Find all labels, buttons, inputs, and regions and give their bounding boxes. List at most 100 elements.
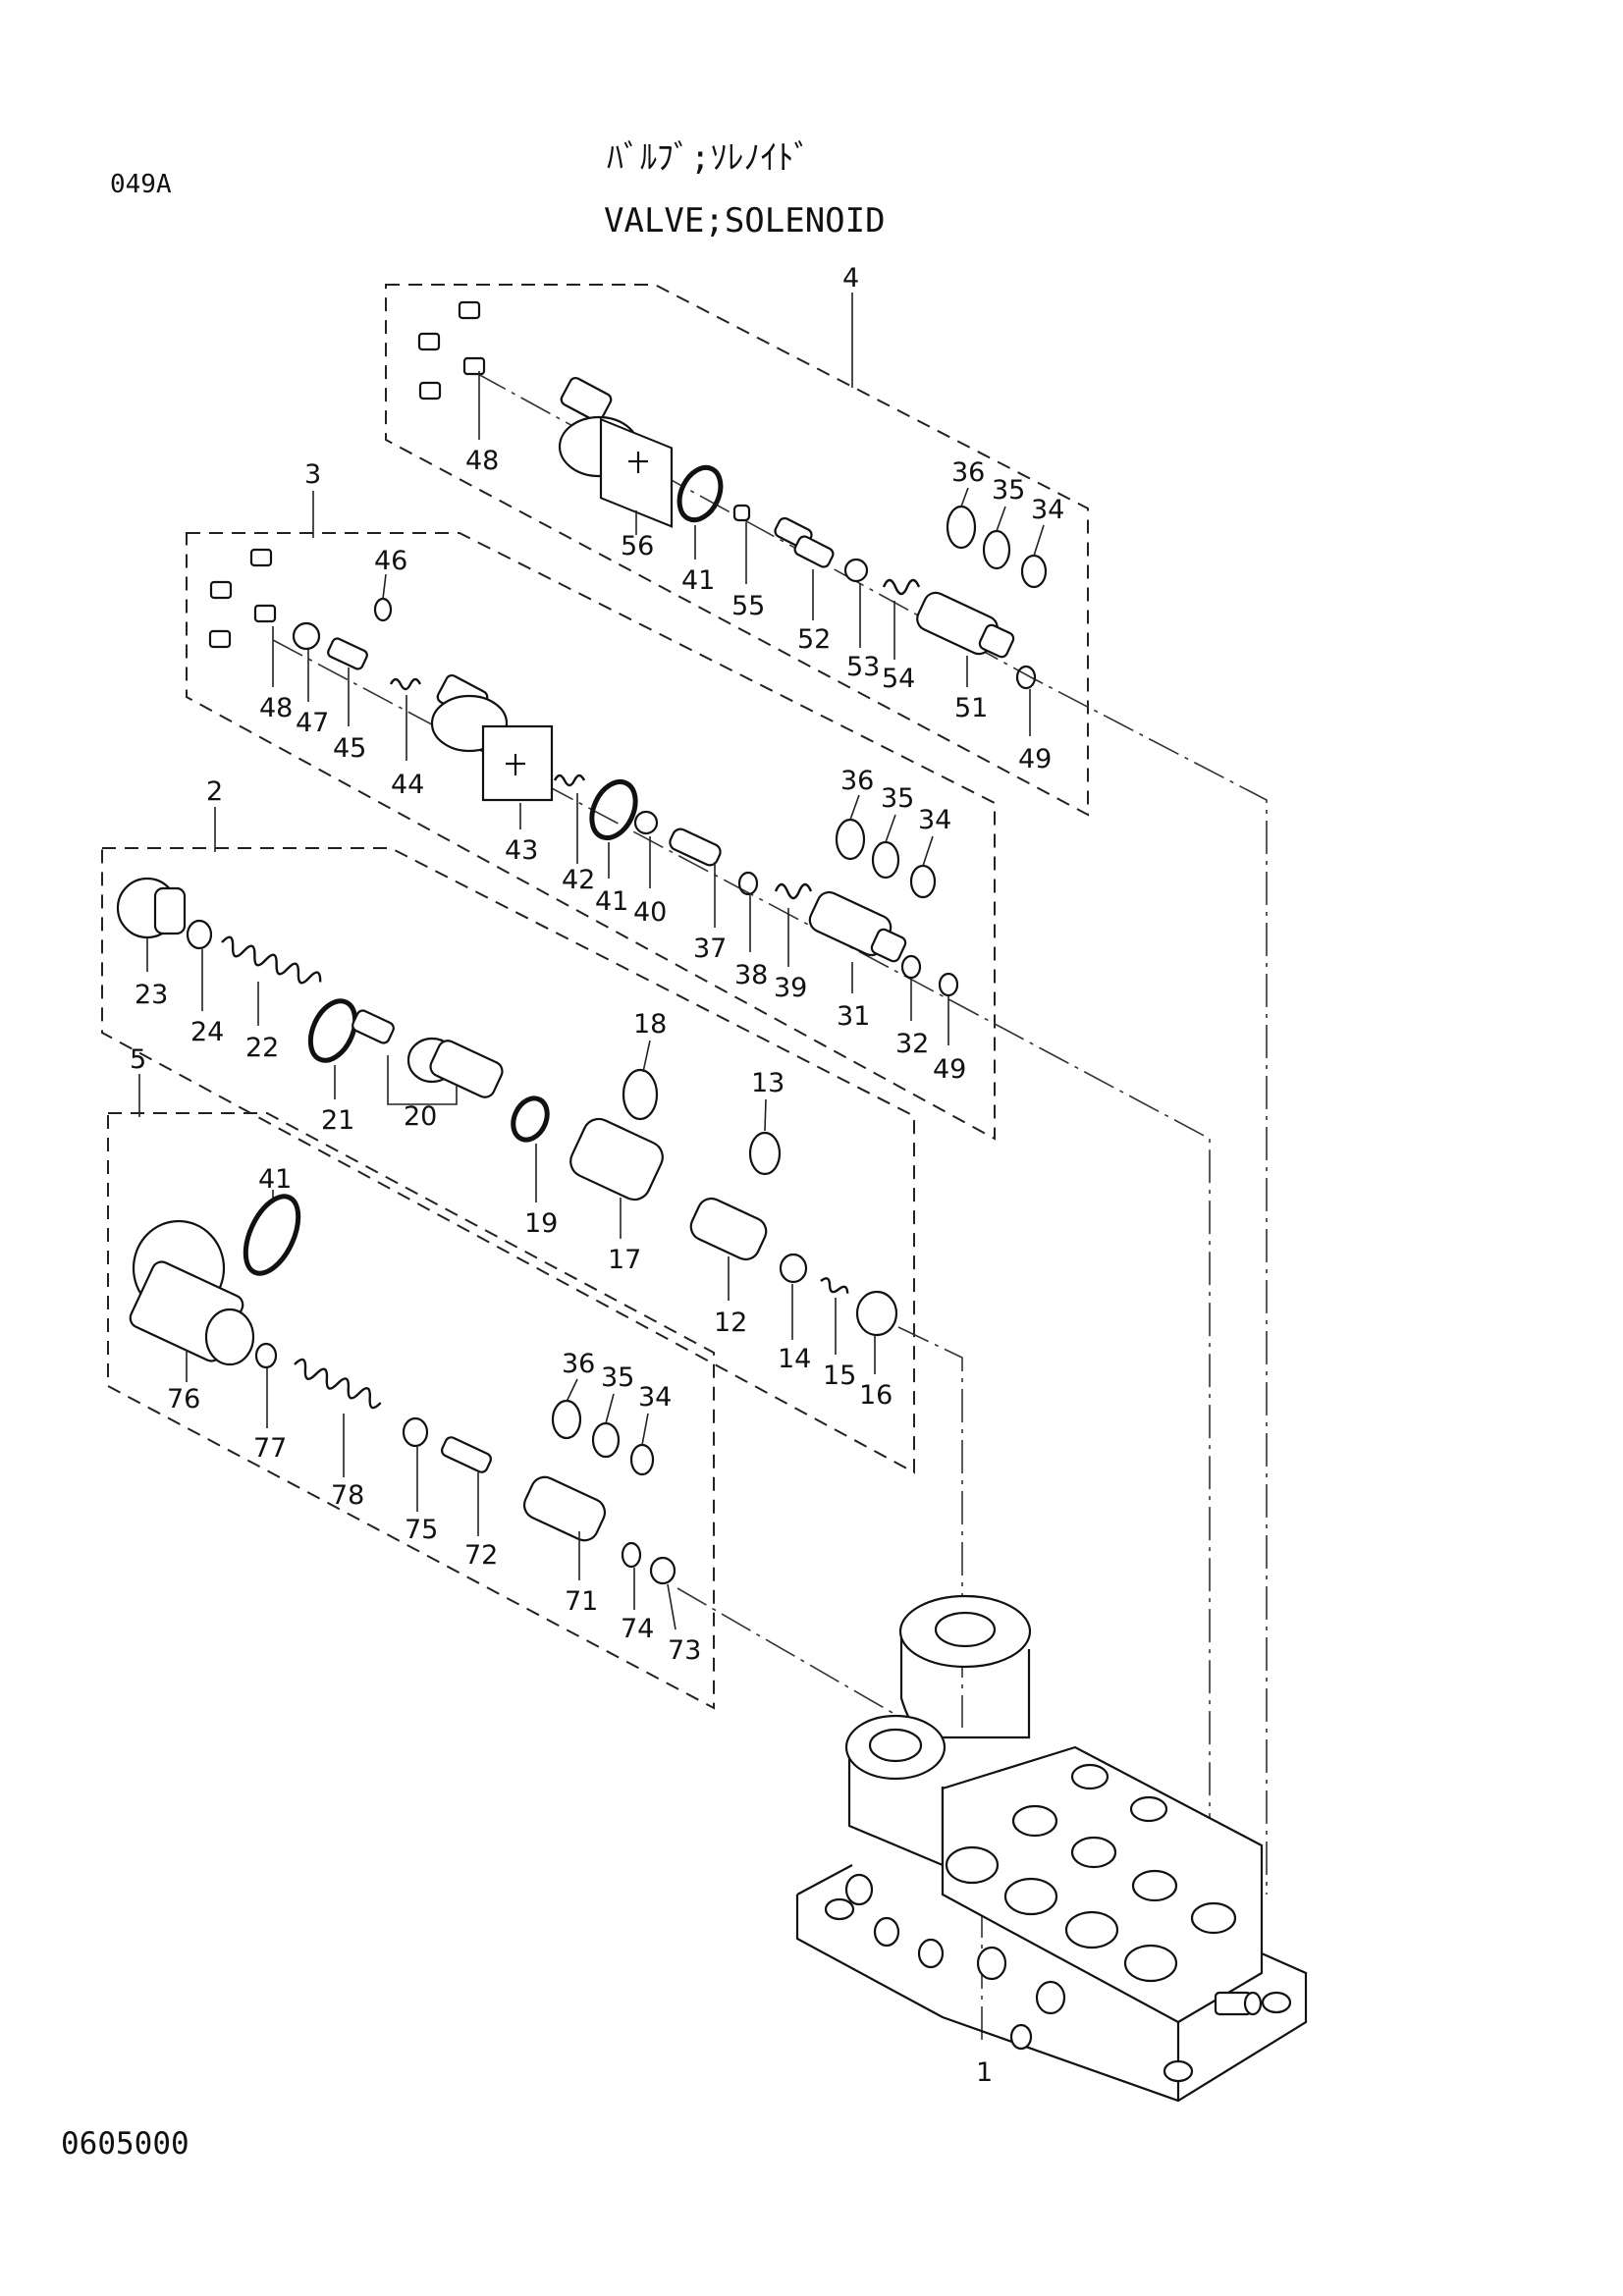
part-label: 56 (621, 531, 654, 561)
o-ring-icon (1020, 554, 1048, 589)
solenoid-icon (129, 1219, 255, 1366)
part-label: 13 (751, 1068, 784, 1098)
group-5-label: 5 (130, 1044, 146, 1075)
group-3-part-labels: 46 48 47 45 44 43 42 41 40 37 38 39 36 3… (259, 546, 966, 1085)
axis-line-group-5 (676, 1587, 919, 1729)
spring-icon (294, 1358, 382, 1410)
group-4-boundary (385, 284, 1089, 817)
part-label: 36 (840, 766, 874, 796)
title-english: VALVE;SOLENOID (604, 201, 886, 240)
part-label: 47 (296, 708, 329, 738)
axis-line-group-2 (897, 1326, 963, 1728)
part-label: 34 (1031, 495, 1064, 525)
o-ring-icon (621, 1541, 642, 1569)
part-label: 18 (633, 1009, 667, 1040)
o-ring-icon (946, 505, 977, 550)
o-ring-icon (676, 464, 724, 523)
part-label: 39 (774, 973, 807, 1003)
o-ring-icon (307, 998, 358, 1063)
spool-icon (916, 591, 1015, 659)
part-label: 40 (633, 897, 667, 928)
title-japanese: ﾊﾞﾙﾌﾞ;ｿﾚﾉｲﾄﾞ (607, 138, 810, 178)
group-3-label: 3 (304, 459, 321, 490)
group-4-part-labels: 48 56 41 55 52 53 54 36 35 34 51 49 (465, 446, 1064, 774)
group-3-boundary (186, 532, 996, 1141)
o-ring-icon (622, 1068, 659, 1121)
part-label: 41 (681, 565, 715, 596)
leader-20 (387, 1055, 458, 1105)
axis-line-group-3 (272, 639, 1211, 1895)
part-label: 34 (918, 805, 951, 835)
part-label: 49 (1018, 744, 1052, 774)
group-5-part-labels: 41 76 77 78 75 72 36 35 34 71 74 73 (167, 1164, 701, 1666)
group-2-part-labels: 23 24 22 21 20 19 18 17 13 12 14 15 16 (135, 980, 893, 1411)
o-ring-icon (843, 558, 869, 583)
leader-36-g5 (566, 1378, 578, 1403)
part-label: 17 (608, 1245, 641, 1275)
part-label: 45 (333, 733, 366, 764)
page-code: 049A (110, 170, 172, 199)
spring-icon (820, 1277, 849, 1294)
part-label: 41 (258, 1164, 292, 1195)
spring-icon (553, 774, 586, 787)
leader-18 (642, 1040, 651, 1073)
spool-icon (327, 637, 368, 670)
leader-46 (382, 573, 387, 600)
o-ring-icon (292, 621, 321, 651)
spool-icon (669, 828, 722, 867)
part-label: 15 (823, 1361, 856, 1391)
o-ring-icon (982, 529, 1011, 570)
part-label: 12 (714, 1308, 747, 1338)
part-label: 31 (837, 1001, 870, 1032)
spring-icon (774, 882, 813, 900)
part-label: 24 (190, 1017, 224, 1047)
solenoid-icon (430, 673, 554, 802)
group-5-boundary (107, 1112, 715, 1710)
part-label: 77 (253, 1433, 287, 1464)
o-ring-icon (737, 871, 759, 896)
part-label: 53 (846, 652, 880, 682)
leader-34-g3 (922, 835, 934, 867)
part-label: 34 (638, 1382, 672, 1413)
part-label: 73 (668, 1635, 701, 1666)
part-label: 54 (882, 664, 915, 694)
part-label: 72 (464, 1540, 498, 1571)
spool-icon (689, 1197, 768, 1261)
part-label: 21 (321, 1105, 354, 1136)
part-label: 43 (505, 835, 538, 866)
spool-icon (808, 890, 907, 963)
o-ring-icon (900, 954, 922, 980)
part-label: 51 (954, 693, 988, 723)
o-ring-icon (402, 1416, 429, 1448)
leader-13 (764, 1098, 767, 1132)
spool-icon (522, 1475, 607, 1542)
spool-icon (440, 1436, 493, 1473)
footer-code: 0605000 (61, 2126, 189, 2162)
solenoid-icon (558, 376, 674, 528)
leader-35-g3 (885, 814, 896, 843)
o-ring-icon (779, 1253, 808, 1284)
o-ring-icon (511, 1095, 550, 1143)
part-label: 48 (465, 446, 499, 476)
axis-line-group-4 (475, 372, 1268, 1895)
o-ring-icon (589, 779, 638, 840)
part-label: 74 (621, 1614, 654, 1644)
o-ring-icon (871, 840, 900, 880)
valve-body-icon (795, 1594, 1308, 2103)
part-label: 41 (595, 886, 628, 917)
group-4-label: 4 (842, 263, 859, 294)
spring-icon (882, 578, 921, 596)
part-label: 75 (405, 1515, 438, 1545)
screw-icon (417, 300, 486, 400)
part-label: 49 (933, 1054, 966, 1085)
part-label: 36 (951, 457, 985, 488)
o-ring-icon (855, 1290, 898, 1337)
part-label: 35 (881, 783, 914, 814)
part-label: 36 (562, 1349, 595, 1379)
o-ring-icon (591, 1421, 621, 1459)
o-ring-icon (254, 1342, 278, 1369)
part-label: 35 (601, 1362, 634, 1393)
spool-icon (732, 504, 835, 568)
o-ring-icon (1015, 665, 1037, 690)
